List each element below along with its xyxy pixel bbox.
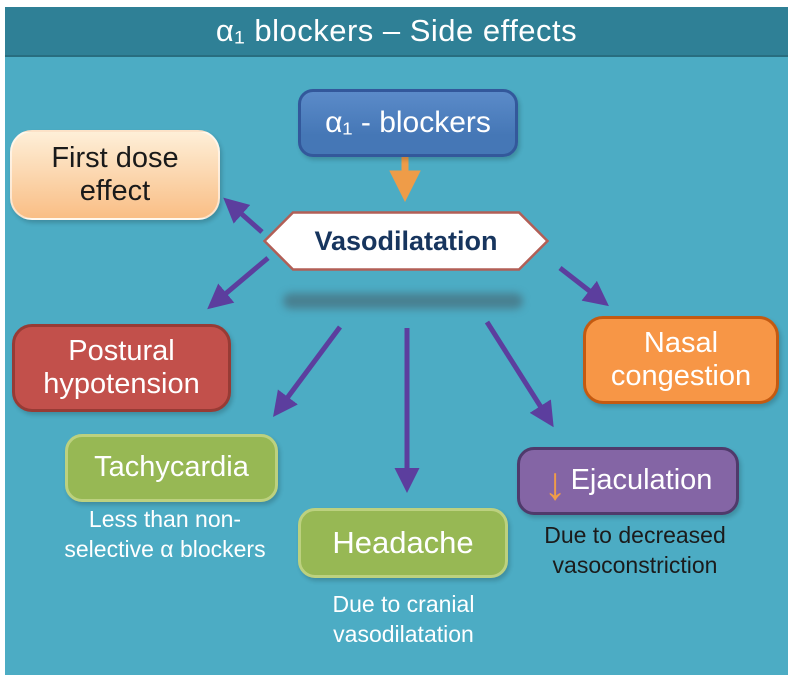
nasal-label-line2: congestion: [610, 360, 752, 392]
hexagon-shadow: [283, 293, 523, 309]
tachycardia-note: Less than non- selective α blockers: [30, 505, 300, 565]
vasodilatation-label: Vasodilatation: [314, 225, 498, 256]
decreased-ejaculation-box: ↓ Ejaculation: [517, 447, 739, 515]
postural-hypotension-box: Postural hypotension: [12, 324, 231, 412]
tachycardia-note-line2: selective α blockers: [64, 535, 266, 562]
first-dose-effect-box: First dose effect: [10, 130, 220, 220]
ejaculation-note-line1: Due to decreased: [544, 522, 726, 548]
slide-title: α₁ blockers – Side effects: [215, 13, 578, 48]
tachycardia-label: Tachycardia: [94, 451, 249, 484]
arrow-to-ejaculation-icon: [484, 320, 554, 428]
ejaculation-note-line2: vasoconstriction: [552, 551, 718, 578]
nasal-label-line1: Nasal: [643, 326, 719, 359]
tachycardia-note-line1: Less than non-: [88, 506, 242, 532]
headache-note-line2: vasodilatation: [333, 620, 474, 647]
ejaculation-label: Ejaculation: [570, 464, 713, 497]
headache-note-line1: Due to cranial: [332, 591, 475, 617]
first-dose-label-line2: effect: [79, 175, 151, 207]
postural-label-line1: Postural: [68, 334, 175, 367]
title-bar: α₁ blockers – Side effects: [5, 7, 788, 57]
nasal-congestion-box: Nasal congestion: [583, 316, 779, 404]
vasodilatation-node: Vasodilatation: [262, 211, 550, 271]
tachycardia-box: Tachycardia: [65, 434, 278, 502]
hexagon-shape: [262, 211, 550, 271]
arrow-to-tachycardia-icon: [273, 325, 343, 418]
headache-note: Due to cranial vasodilatation: [286, 590, 521, 650]
headache-label: Headache: [332, 525, 474, 561]
postural-label-line2: hypotension: [43, 368, 200, 400]
ejaculation-note: Due to decreased vasoconstriction: [510, 521, 760, 581]
root-node-label: α₁ - blockers: [325, 106, 491, 139]
slide-background: α₁ blockers – Side effects α₁ - blockers: [5, 7, 788, 675]
decrease-arrow-icon: ↓: [543, 457, 567, 509]
first-dose-label-line1: First dose: [51, 141, 179, 174]
headache-box: Headache: [298, 508, 508, 578]
root-node-alpha1-blockers: α₁ - blockers: [298, 89, 518, 157]
arrow-to-first-dose-icon: [223, 197, 264, 234]
arrow-to-nasal-icon: [558, 266, 609, 307]
arrow-to-postural-icon: [207, 256, 270, 310]
